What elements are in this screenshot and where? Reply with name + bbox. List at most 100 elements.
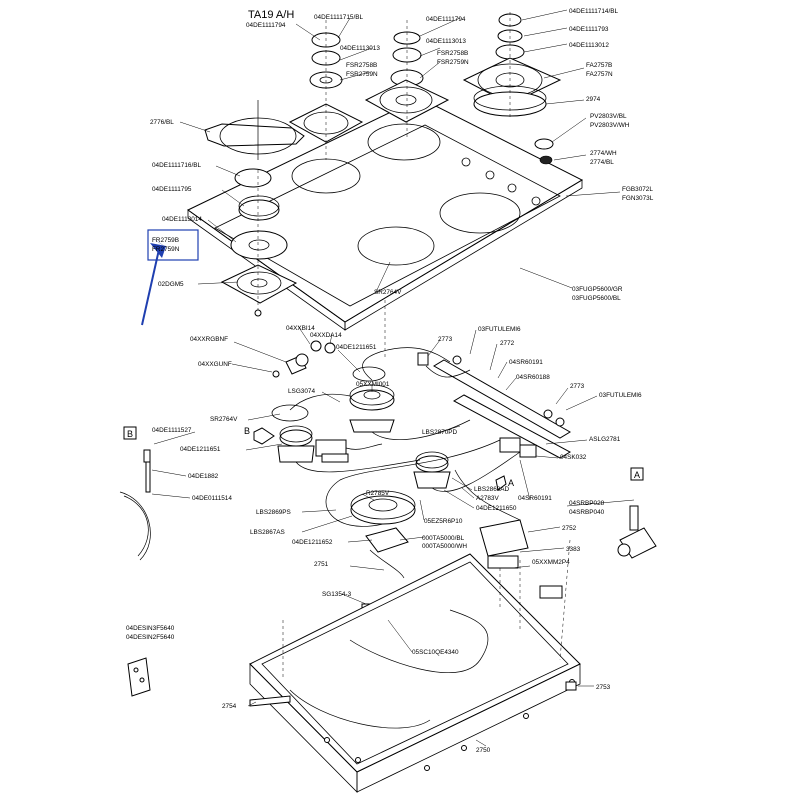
gas-rail [433,355,572,459]
part-label: LBS2867AS [250,529,285,536]
gas-pipes [289,347,521,579]
part-label: LBS2870PD [422,429,458,436]
part-label: 04DE1211651 [336,344,377,351]
part-label: FR2759B [152,237,179,244]
part-label: FSR2759N [346,71,378,78]
part-label: 04SR60188 [516,374,550,381]
part-label: 04DE1113013 [340,45,380,52]
burner-cap-2776 [204,100,305,160]
part-label: 04DE1111794 [426,16,466,23]
part-label: 03FUGP5600/BL [572,295,621,302]
part-label: 04DESIN2F5640 [126,634,175,641]
part-label: 04SK032 [560,454,587,461]
highlight-callout [141,229,199,326]
burner-body-left-lower [277,425,315,463]
part-label: 000TA5000/WH [422,543,467,550]
part-label: 000TA5000/BL [422,535,465,542]
section-a-marker: A [634,470,640,480]
part-label: LBS2869PS [256,509,291,516]
part-labels: 04DE1111714/BL 04DE1111793 04DE1113012 0… [126,8,654,754]
clip-2753 [565,681,577,691]
part-label: LBS2868AD [474,486,510,493]
part-label: PV2803V/WH [590,122,630,129]
part-label: FSR2759N [437,59,469,66]
part-label: 04DE1882 [188,473,219,480]
part-label: 2753 [596,684,611,691]
part-label: 04SRBP040 [569,509,605,516]
part-label: FA2757N [586,71,613,78]
part-label: FSR2758B [346,62,377,69]
part-label: 04XXBI14 [286,325,315,332]
burner-body-center-lower [349,384,395,433]
part-label: 2750 [476,747,491,754]
part-label: 04DE1113012 [569,42,609,49]
part-label: FSR2758B [437,50,468,57]
part-label: 04XXRGBNF [190,336,228,343]
part-label: 04DE1113014 [162,216,202,223]
part-label: 02DGM5 [158,281,184,288]
part-label: 2772 [500,340,515,347]
burner-stack-right [462,13,562,117]
arrow-b-label: B [244,426,250,436]
part-label: 2774/WH [590,150,617,157]
part-label: LSG3074 [288,388,315,395]
seal-ring-left [271,404,309,422]
diagram-title: TA19 A/H [248,9,294,21]
leader-lines [151,9,635,747]
part-label: ASLG2781 [589,436,621,443]
ignition-module [315,439,383,463]
part-label: 04DE1211652 [292,539,333,546]
part-label: A2783V [476,495,499,502]
hob-top-plate [187,97,584,331]
part-label: FGB3072L [622,186,653,193]
part-label: 04DE1113013 [426,38,466,45]
part-label: 04DE0111514 [192,495,232,502]
terminal-block [365,519,529,569]
burner-stack-left [220,168,298,317]
part-label: SG1354-3 [322,591,352,598]
part-label: 3383 [566,546,581,553]
part-label: 05XXMI001 [356,381,390,388]
part-label: 04DE1111716/BL [152,162,201,169]
part-label: 05SC10QE4340 [412,649,459,656]
control-knob [534,138,554,165]
part-label: PV2803V/BL [590,113,627,120]
part-label: 2751 [314,561,329,568]
burner-body-right-lower [413,451,451,489]
part-label: 2773 [570,383,585,390]
part-label: 05XXMM2P4 [532,559,570,566]
part-label: FGN3073L [622,195,654,202]
part-label: R2785V [366,490,390,497]
part-label: 03FUTULEMI6 [599,392,642,399]
part-label: 04XXDA14 [310,332,342,339]
part-label: 04DE1111794 [246,22,286,29]
part-label: 04SR60191 [518,495,552,502]
part-label: 04SRBP028 [569,500,605,507]
part-label: 2754 [222,703,237,710]
part-label: 2774/BL [590,159,614,166]
part-label: 04DE1111714/BL [569,8,618,15]
part-label: 2752 [562,525,577,532]
arrow-a-label: A [508,478,514,488]
part-label: FA2757B [586,62,612,69]
section-b-detail: B B [119,426,275,561]
inlet-fittings [272,340,336,378]
part-label: 2974 [586,96,601,103]
dashed-guides [257,12,571,680]
bracket-2754 [249,695,291,707]
hob-frame-seal [214,124,561,307]
part-label: 04DE1211650 [476,505,517,512]
part-label: 2773 [438,336,453,343]
part-label: 04DE1111795 [152,186,192,193]
part-label: SR2764V [210,416,238,423]
part-label: 04DE1111793 [569,26,609,33]
seal-ring-center [352,366,386,382]
part-label: 04DE1211651 [180,446,221,453]
part-label: 04DE1111715/BL [314,14,363,21]
part-label: 04SR60191 [509,359,543,366]
connector-detail-bottom-left [127,657,151,697]
part-label: 03FUTULEMI6 [478,326,521,333]
part-label: SR2764V [374,289,402,296]
part-label: FR2759N [152,246,180,253]
